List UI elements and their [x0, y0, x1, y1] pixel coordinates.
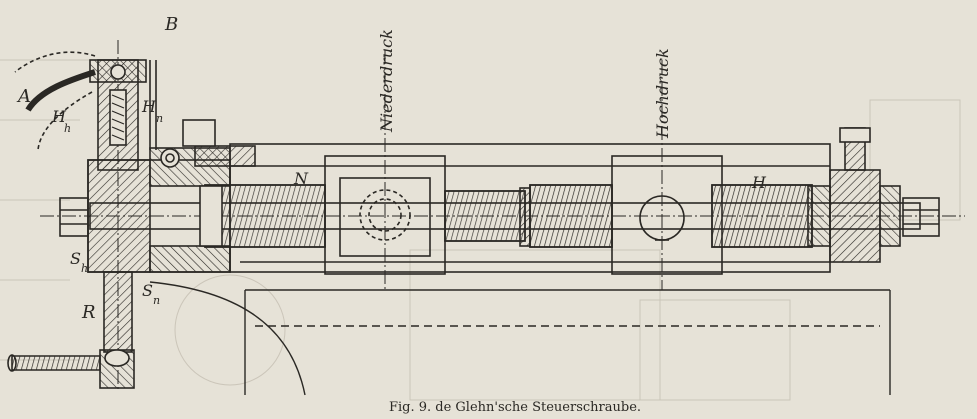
- label-sh: S: [70, 249, 81, 268]
- label-n: N: [293, 169, 309, 188]
- label-hn-sub: n: [156, 112, 163, 125]
- crank-handle: [7, 354, 101, 372]
- support-frame: [149, 281, 891, 396]
- figure-caption: Fig. 9. de Glehn'sche Steuerschraube.: [389, 400, 641, 415]
- label-a: A: [16, 86, 31, 107]
- label-r: R: [81, 302, 96, 323]
- hochdruck-block: [611, 155, 723, 275]
- label-h: H: [751, 173, 767, 192]
- label-hn: H: [141, 97, 157, 116]
- label-hh: H: [51, 107, 67, 126]
- right-bearing: [59, 127, 940, 263]
- label-hochdruck: Hochdruck: [653, 48, 672, 139]
- background-faint-lines: [0, 59, 961, 401]
- label-hh-sub: h: [64, 122, 71, 135]
- label-niederdruck: Niederdruck: [377, 29, 396, 133]
- label-b: B: [164, 14, 178, 35]
- lever-handle-a: [14, 51, 96, 151]
- label-sh-sub: h: [81, 262, 88, 275]
- label-sn-sub: n: [153, 294, 160, 307]
- left-bearing: [87, 60, 256, 273]
- label-sn: S: [142, 281, 153, 300]
